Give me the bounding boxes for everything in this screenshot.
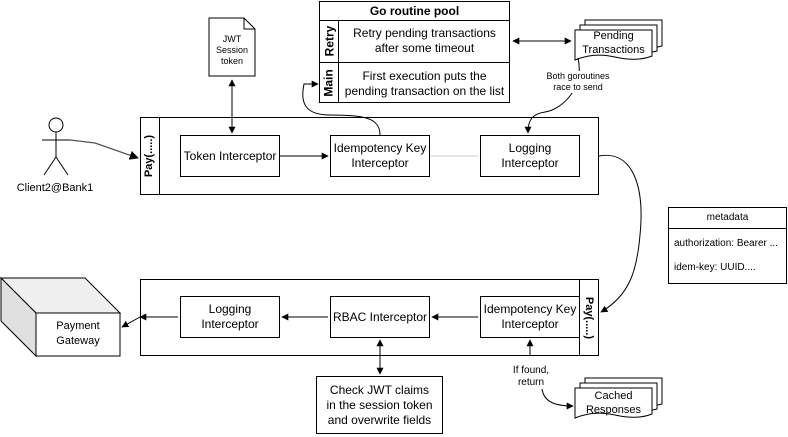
race-note: Both goroutines race to send [538, 71, 618, 93]
jwt-document-icon [208, 17, 256, 77]
payment-gateway-label: Payment Gateway [56, 320, 100, 347]
jwt-check-box: Check JWT claims in the session token an… [316, 376, 443, 434]
metadata-authorization: authorization: Bearer ... [674, 238, 778, 249]
payment-gateway-cube-icon [0, 276, 122, 358]
main-label-cell: Main [320, 63, 339, 103]
token-interceptor-top: Token Interceptor [180, 135, 280, 177]
metadata-idem-key: idem-key: UUID.... [674, 262, 756, 273]
retry-text: Retry pending transactions after some ti… [353, 26, 496, 55]
retry-label-cell: Retry [320, 20, 339, 62]
client-label: Client2@Bank1 [16, 182, 94, 194]
pool-title: Go routine pool [320, 2, 509, 21]
rbac-interceptor: RBAC Interceptor [330, 296, 430, 338]
goroutine-pool: Go routine pool Retry Retry pending tran… [319, 1, 510, 103]
metadata-title: metadata [669, 208, 786, 229]
pending-transactions-label: Pending Transactions [582, 30, 645, 56]
cached-responses-stack-icon [574, 377, 663, 419]
pay-side-label-top: Pay(.....) [140, 117, 160, 195]
main-text: First execution puts the pending transac… [344, 69, 505, 98]
idempotency-interceptor-bottom: Idempotency Key Interceptor [480, 296, 580, 338]
pending-transactions-stack-icon [574, 19, 663, 61]
cached-responses-label: Cached Responses [585, 390, 642, 416]
metadata-box: metadata authorization: Bearer ... idem-… [668, 207, 787, 284]
pool-retry-row: Retry Retry pending transactions after s… [320, 20, 509, 63]
logging-interceptor-top: Logging Interceptor [480, 135, 580, 177]
idempotency-interceptor-top: Idempotency Key Interceptor [330, 135, 430, 177]
jwt-doc-label: JWT Session token [215, 34, 249, 66]
client-actor-icon [42, 117, 70, 176]
found-note: If found, return [506, 365, 556, 389]
pool-main-row: Main First execution puts the pending tr… [320, 63, 509, 103]
logging-interceptor-bottom: Logging Interceptor [180, 296, 280, 338]
